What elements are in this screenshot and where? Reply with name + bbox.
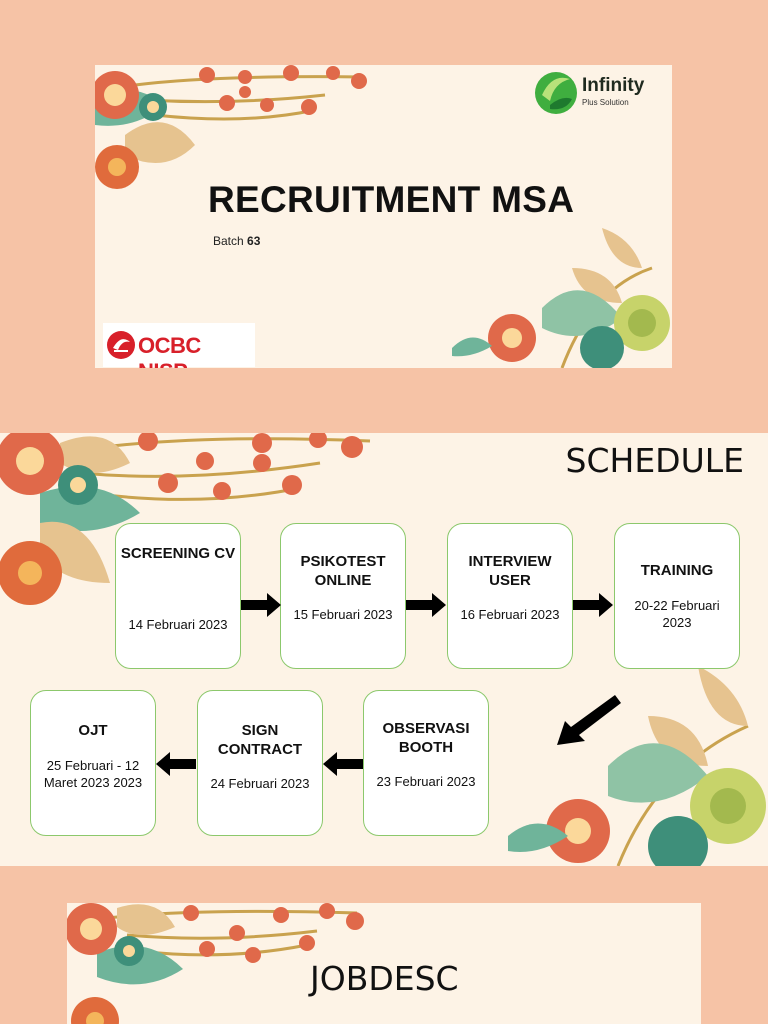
- floral-decoration-bottom-right: [452, 228, 672, 368]
- step-box-screening-cv: SCREENING CV 14 Februari 2023: [115, 523, 241, 669]
- batch-label: Batch 63: [213, 234, 260, 248]
- step-date: 24 Februari 2023: [202, 775, 318, 792]
- infinity-logo: Infinity Plus Solution: [532, 65, 662, 117]
- step-name: OJT: [35, 721, 151, 740]
- arrow-left-icon: [323, 752, 363, 776]
- step-name: SIGN CONTRACT: [202, 721, 318, 759]
- step-box-observasi-booth: OBSERVASI BOOTH 23 Februari 2023: [363, 690, 489, 836]
- arrow-right-icon: [573, 593, 613, 617]
- batch-number: 63: [247, 234, 260, 248]
- ocbc-nisp-logo: OCBC NISP: [103, 323, 255, 367]
- title-slide: Infinity Plus Solution RECRUITMENT MSA B…: [95, 65, 672, 368]
- ocbc-emblem-icon: [106, 330, 136, 360]
- step-date: 16 Februari 2023: [452, 606, 568, 623]
- jobdesc-slide: JOBDESC: [67, 903, 701, 1024]
- arrow-right-icon: [241, 593, 281, 617]
- step-name: OBSERVASI BOOTH: [368, 719, 484, 757]
- slide-title: SCHEDULE: [566, 441, 744, 480]
- infinity-tagline: Plus Solution: [582, 98, 629, 107]
- step-date: 14 Februari 2023: [120, 616, 236, 633]
- step-date: 20-22 Februari 2023: [619, 597, 735, 631]
- ocbc-nisp-text: OCBC NISP: [138, 333, 255, 368]
- arrow-left-icon: [156, 752, 196, 776]
- schedule-slide: SCHEDULE SCREENING CV 14 Februari 2023 P…: [0, 433, 768, 866]
- step-name: SCREENING CV: [120, 544, 236, 563]
- step-name: PSIKOTEST ONLINE: [285, 552, 401, 590]
- arrow-down-left-icon: [555, 691, 621, 747]
- step-box-psikotest-online: PSIKOTEST ONLINE 15 Februari 2023: [280, 523, 406, 669]
- step-box-interview-user: INTERVIEW USER 16 Februari 2023: [447, 523, 573, 669]
- infinity-name: Infinity: [582, 75, 644, 97]
- step-date: 15 Februari 2023: [285, 606, 401, 623]
- step-box-ojt: OJT 25 Februari - 12 Maret 2023 2023: [30, 690, 156, 836]
- arrow-right-icon: [406, 593, 446, 617]
- step-name: INTERVIEW USER: [452, 552, 568, 590]
- step-box-sign-contract: SIGN CONTRACT 24 Februari 2023: [197, 690, 323, 836]
- step-date: 25 Februari - 12 Maret 2023 2023: [35, 757, 151, 791]
- slide-title: RECRUITMENT MSA: [208, 179, 574, 221]
- floral-decoration-bottom-right: [488, 666, 768, 866]
- step-name: TRAINING: [619, 561, 735, 580]
- floral-decoration-top-left: [95, 65, 395, 195]
- batch-text: Batch: [213, 234, 244, 248]
- infinity-swirl-icon: [532, 65, 580, 117]
- slide-title: JOBDESC: [310, 959, 459, 998]
- step-date: 23 Februari 2023: [368, 773, 484, 790]
- step-box-training: TRAINING 20-22 Februari 2023: [614, 523, 740, 669]
